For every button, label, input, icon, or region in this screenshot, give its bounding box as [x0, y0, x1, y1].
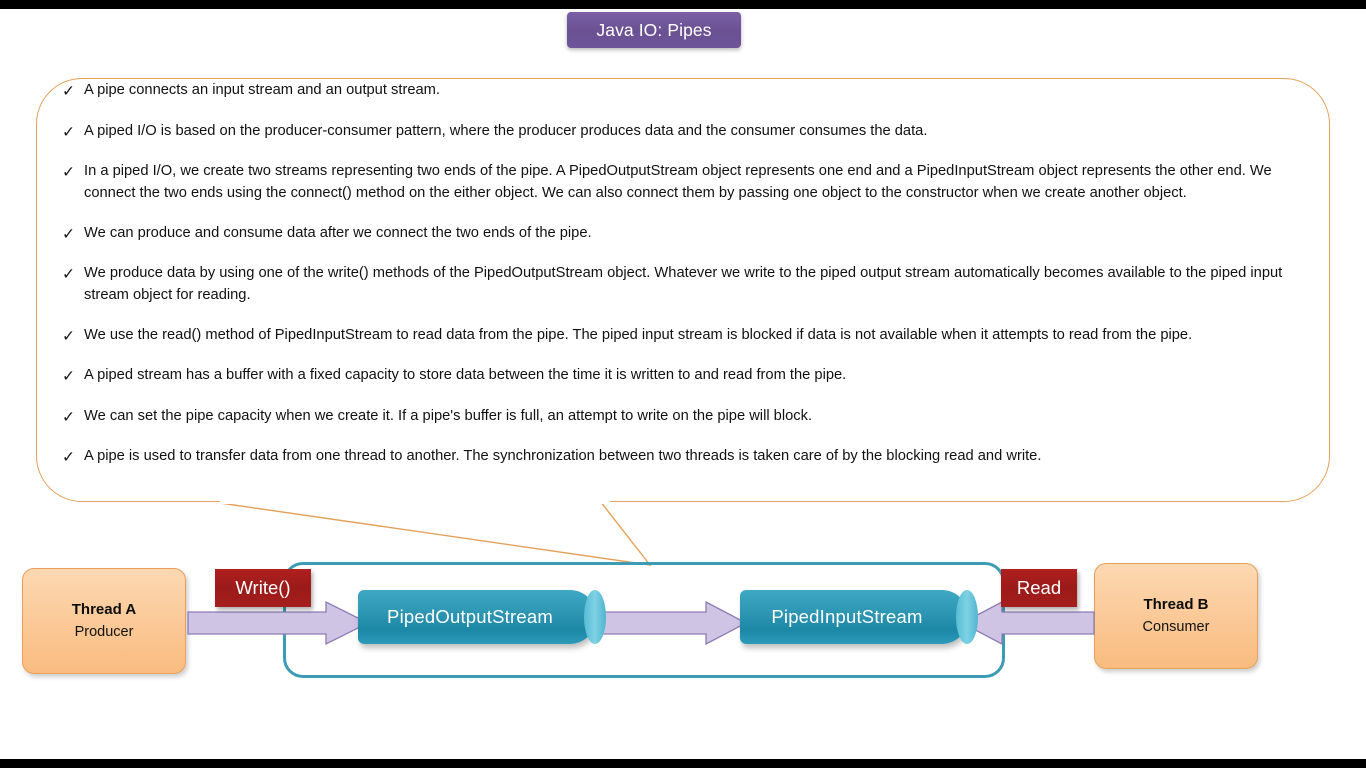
piped-output-stream-cylinder: PipedOutputStream: [358, 590, 606, 644]
list-item: ✓ We can set the pipe capacity when we c…: [62, 406, 1330, 428]
piped-input-stream-cylinder: PipedInputStream: [740, 590, 978, 644]
check-icon: ✓: [62, 266, 75, 283]
cylinder-cap: [584, 590, 606, 644]
list-item-text: A pipe connects an input stream and an o…: [84, 82, 440, 98]
callout-bubble: [36, 78, 1330, 502]
list-item: ✓ We use the read() method of PipedInput…: [62, 325, 1330, 347]
arrow-write: [187, 600, 370, 646]
list-item: ✓ We produce data by using one of the wr…: [62, 263, 1330, 306]
check-icon: ✓: [62, 123, 75, 141]
check-icon: ✓: [62, 449, 75, 466]
thread-a-subtitle: Producer: [74, 624, 134, 640]
arrow-read: [960, 600, 1095, 646]
list-item: ✓ A pipe is used to transfer data from o…: [62, 446, 1330, 468]
check-icon: ✓: [62, 225, 75, 243]
bullet-list: ✓ A pipe connects an input stream and an…: [62, 80, 1330, 487]
arrow-pipe-flow: [597, 600, 748, 646]
read-label-tag: Read: [1001, 569, 1077, 607]
bottom-black-bar: [0, 759, 1366, 768]
thread-b-box: Thread B Consumer: [1094, 563, 1258, 669]
list-item: ✓ A piped stream has a buffer with a fix…: [62, 365, 1330, 387]
check-icon: ✓: [62, 83, 75, 100]
list-item-text: A piped stream has a buffer with a fixed…: [84, 367, 847, 383]
thread-a-title: Thread A: [71, 601, 137, 618]
list-item: ✓ A pipe connects an input stream and an…: [62, 80, 1330, 102]
list-item: ✓ We can produce and consume data after …: [62, 223, 1330, 245]
top-black-bar: [0, 0, 1366, 9]
list-item-text: A piped I/O is based on the producer-con…: [84, 122, 928, 139]
piped-input-stream-label: PipedInputStream: [771, 606, 923, 627]
piped-output-stream-label: PipedOutputStream: [387, 606, 553, 627]
page-title: Java IO: Pipes: [567, 12, 741, 48]
list-item-text: We produce data by using one of the writ…: [84, 265, 1283, 303]
check-icon: ✓: [62, 327, 75, 345]
check-icon: ✓: [62, 368, 75, 385]
list-item: ✓ A piped I/O is based on the producer-c…: [62, 121, 1330, 143]
list-item-text: A pipe is used to transfer data from one…: [84, 448, 1042, 464]
list-item-text: We can set the pipe capacity when we cre…: [84, 407, 813, 424]
check-icon: ✓: [62, 408, 75, 426]
list-item-text: We can produce and consume data after we…: [84, 224, 592, 241]
write-label-tag: Write(): [215, 569, 311, 607]
thread-b-title: Thread B: [1143, 596, 1209, 613]
thread-b-subtitle: Consumer: [1142, 619, 1210, 635]
list-item-text: We use the read() method of PipedInputSt…: [84, 326, 1193, 343]
cylinder-cap: [956, 590, 978, 644]
thread-a-box: Thread A Producer: [22, 568, 186, 674]
check-icon: ✓: [62, 164, 75, 181]
list-item-text: In a piped I/O, we create two streams re…: [84, 163, 1272, 201]
list-item: ✓ In a piped I/O, we create two streams …: [62, 161, 1330, 204]
